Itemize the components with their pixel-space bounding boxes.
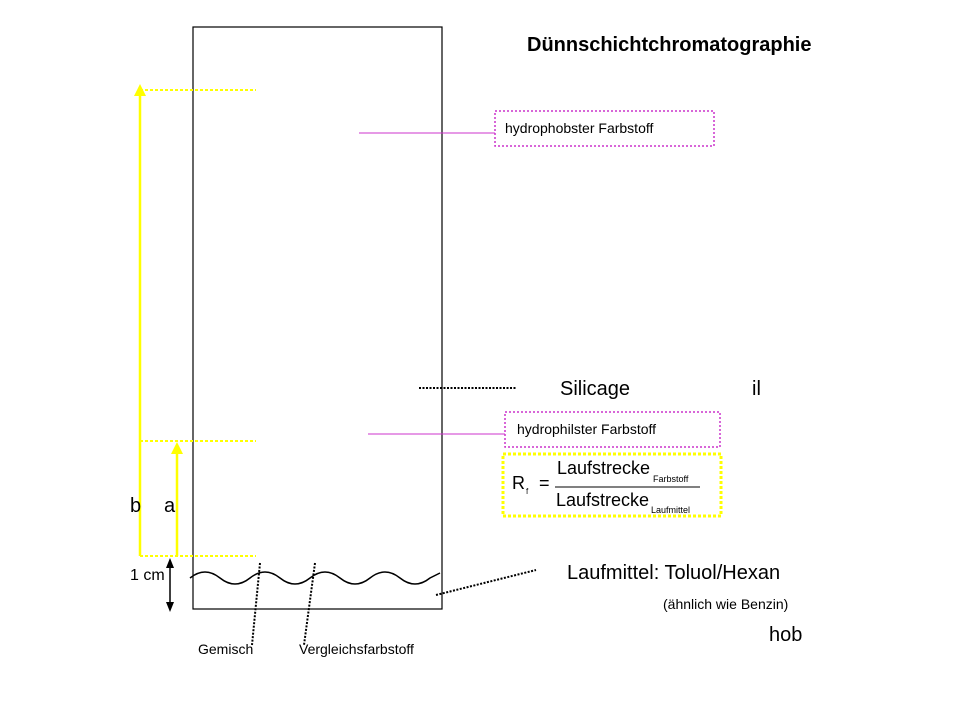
reference-leader-line [303,562,316,646]
rf-numerator-subscript: Farbstoff [653,474,689,484]
hydrophobic-dye-label: hydrophobster Farbstoff [505,120,654,136]
eluent-label: Laufmittel: Toluol/Hexan [567,562,781,584]
diagram-title: Dünnschichtchromatographie [527,34,812,56]
rf-symbol-subscript: f [526,487,529,496]
distance-b-label: b [130,495,142,517]
mixture-label: Gemisch [198,641,254,657]
rf-denominator: Laufstrecke [556,490,650,510]
hydrophilic-dye-label: hydrophilster Farbstoff [517,421,657,437]
eluent-note: (ähnlich wie Benzin) [663,596,789,612]
rf-equals: = [539,473,550,493]
hydrophobic-label-box [494,110,715,147]
one-cm-arrowhead-bottom [166,602,174,612]
distance-a-label: a [164,495,176,517]
hydrophilic-label-box [504,411,721,448]
distance-b-arrowhead [134,84,146,96]
rf-symbol: R [512,473,525,493]
eluent-leader-line [435,569,537,596]
reference-dye-label: Vergleichsfarbstoff [299,641,414,657]
distance-a-arrowhead [171,442,183,454]
tlc-plate [192,26,443,610]
hydrophobic-fragment-label: hob [769,624,803,646]
rf-denominator-subscript: Laufmittel [651,505,691,515]
eluent-surface [189,571,441,585]
rf-numerator: Laufstrecke [557,458,651,478]
one-cm-label: 1 cm [130,567,165,584]
silica-label: Silicage [560,378,631,400]
hydrophilic-fragment-label: il [752,378,761,400]
one-cm-arrowhead-top [166,558,174,568]
